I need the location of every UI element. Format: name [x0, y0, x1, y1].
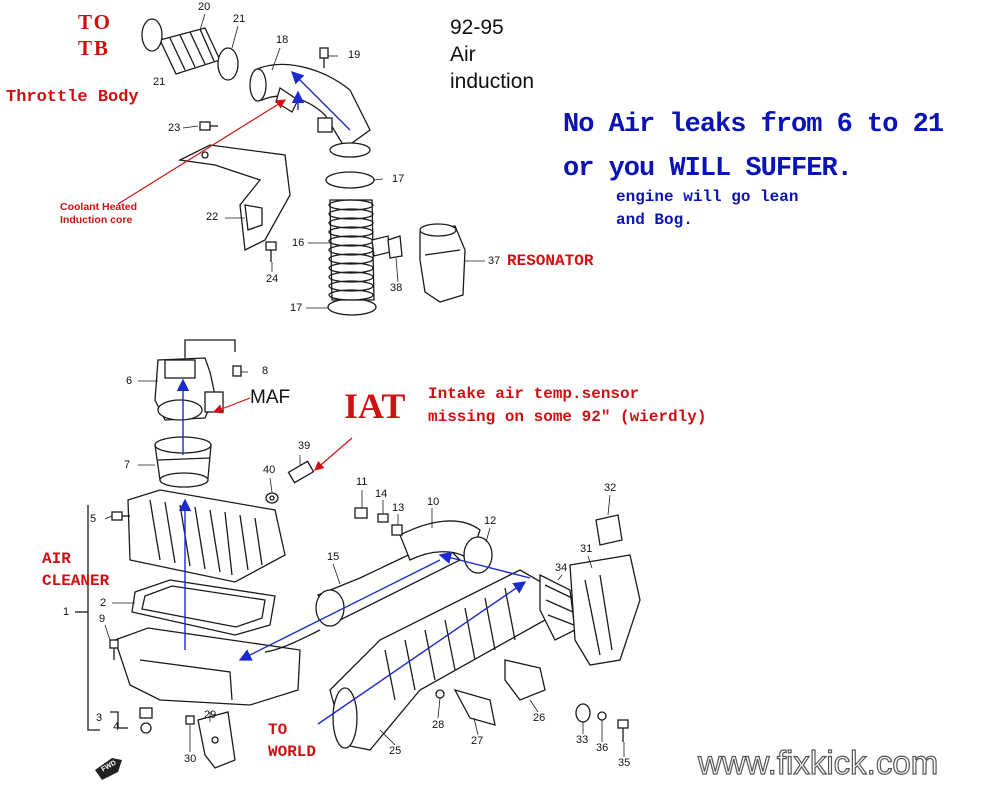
part-number: 37 — [488, 255, 501, 267]
part-number: 31 — [580, 543, 593, 555]
part-number: 12 — [484, 515, 497, 527]
part-number: 14 — [375, 488, 388, 500]
watermark: www.fixkick.com — [697, 744, 939, 781]
title-years: 92-95 — [450, 16, 504, 39]
lean-note-2: and Bog. — [616, 211, 693, 229]
to-tb-label-2: TB — [78, 36, 111, 60]
air-cleaner-label-1: AIR — [42, 550, 71, 568]
filter-2-drawing — [131, 579, 276, 636]
part-number: 1 — [63, 606, 70, 618]
part-number: 21 — [153, 76, 166, 88]
to-world-label-1: TO — [268, 721, 288, 739]
part-number: 17 — [290, 302, 303, 314]
title-line1: Air — [450, 43, 476, 66]
part-number: 22 — [206, 211, 219, 223]
part-number: 34 — [555, 562, 568, 574]
part-number: 19 — [348, 49, 361, 61]
bracket-22-drawing — [177, 144, 291, 251]
bracket-29-drawing — [185, 711, 236, 769]
sensor-39-drawing — [265, 460, 315, 504]
warning-line-1: No Air leaks from 6 to 21 — [563, 110, 944, 140]
part-number: 18 — [276, 34, 289, 46]
part-number: 8 — [262, 365, 269, 377]
duct-15-drawing — [264, 539, 462, 653]
blue-flow-arrows — [176, 71, 531, 725]
part-number: 21 — [233, 13, 246, 25]
iat-desc-2: missing on some 92" (wierdly) — [428, 408, 707, 426]
bolts-drawing — [199, 47, 329, 262]
lean-note-1: engine will go lean — [616, 188, 799, 206]
pipe-18-drawing — [249, 63, 371, 149]
to-world-label-2: WORLD — [268, 743, 317, 761]
maf-label: MAF — [250, 387, 291, 408]
throttle-body-label: Throttle Body — [6, 88, 139, 107]
leader-lines — [104, 13, 625, 757]
part-number: 24 — [266, 273, 279, 285]
part-number: 28 — [432, 719, 445, 731]
title-line2: induction — [450, 70, 535, 93]
part-number: 27 — [471, 735, 484, 747]
iat-label: IAT — [344, 386, 406, 426]
flow-arrow-duct25 — [317, 581, 527, 725]
coolant-arrow — [117, 99, 287, 205]
part-number: 33 — [576, 734, 589, 746]
clamp-17-upper-drawing — [325, 171, 375, 189]
part-number: 3 — [96, 712, 103, 724]
maf-arrow — [212, 397, 251, 414]
air-cleaner-lower-drawing — [75, 505, 301, 734]
air-cleaner-upper-drawing — [127, 489, 286, 583]
to-tb-label-1: TO — [78, 10, 112, 34]
maf-6-drawing — [154, 339, 242, 421]
flow-arrow-duct15 — [238, 559, 441, 661]
air-cleaner-label-2: CLEANER — [42, 572, 110, 590]
iat-desc-1: Intake air temp.sensor — [428, 385, 640, 403]
resonator-label: RESONATOR — [507, 252, 594, 270]
part-number: 25 — [389, 745, 402, 757]
part-number: 9 — [99, 613, 106, 625]
part-number: 35 — [618, 757, 631, 769]
flow-arrow-duct10 — [438, 551, 531, 579]
part-number: 17 — [392, 173, 405, 185]
part-number: 13 — [392, 502, 405, 514]
part-number: 15 — [327, 551, 340, 563]
fwd-badge — [95, 758, 122, 780]
cover-31-drawing — [569, 514, 641, 666]
part-number: 38 — [390, 282, 403, 294]
part-number: 20 — [198, 1, 211, 13]
part-number: 5 — [90, 513, 97, 525]
part-number: 36 — [596, 742, 609, 754]
part-number: 32 — [604, 482, 617, 494]
part-number: 39 — [298, 440, 311, 452]
part-number: 11 — [356, 476, 368, 488]
part-number: 7 — [124, 459, 131, 471]
warning-line-2: or you WILL SUFFER. — [563, 154, 853, 184]
coolant-label-2: Induction core — [60, 214, 133, 226]
part-number: 2 — [100, 597, 107, 609]
part-number: 10 — [427, 496, 440, 508]
parts-drawing — [75, 18, 641, 769]
hose-20-drawing — [141, 18, 239, 81]
part-number: 40 — [263, 464, 276, 476]
iat-arrow — [314, 437, 353, 471]
coolant-label-1: Coolant Heated — [60, 201, 138, 213]
resonator-37-drawing — [387, 223, 466, 303]
part-number: 30 — [184, 753, 197, 765]
flex-34-drawing — [539, 573, 576, 641]
clamp-17-lower-drawing — [327, 298, 377, 316]
bracket-26-drawing — [435, 659, 546, 726]
part-number: 16 — [292, 237, 305, 249]
part-number: 29 — [204, 709, 217, 721]
flow-arrow-18 — [291, 71, 351, 131]
part-number: 23 — [168, 122, 181, 134]
part-number: 4 — [113, 721, 120, 733]
part-number: 6 — [126, 375, 133, 387]
bellows-16-drawing — [328, 199, 391, 301]
part-number: 26 — [533, 712, 546, 724]
red-arrows — [117, 99, 353, 471]
duct-10-drawing — [354, 507, 493, 574]
